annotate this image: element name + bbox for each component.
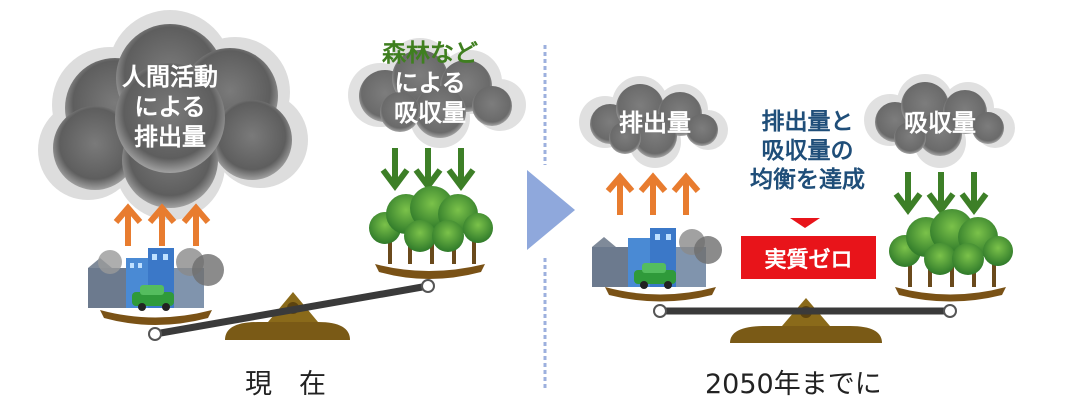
balance-line-2: 吸収量の: [761, 137, 854, 164]
forest-illustration-future: [889, 209, 1013, 287]
absorption-arrows-future: [893, 172, 989, 215]
badge-pointer: [790, 218, 820, 228]
balance-line-1: 排出量と: [761, 109, 854, 135]
emission-cloud-current: [38, 10, 308, 220]
emission-label-line-2: による: [134, 93, 206, 121]
city-illustration-current: [88, 248, 224, 311]
emission-label-future: 排出量: [619, 109, 691, 137]
absorption-cloud-future: [864, 74, 1015, 168]
absorption-label-future: 吸収量: [904, 109, 976, 137]
absorption-label-current: 森林など による 吸収量: [365, 38, 495, 128]
balance-line-3: 均衡を達成: [750, 166, 865, 193]
balance-scale-current: [100, 264, 485, 341]
balance-statement: 排出量と 吸収量の 均衡を達成: [735, 108, 880, 194]
caption-current: 現 在: [245, 369, 326, 400]
city-illustration-future: [592, 228, 722, 289]
absorption-label-line-1: 森林など: [382, 39, 478, 67]
emission-label-current: 人間活動 による 排出量: [115, 62, 225, 152]
emission-label-line-3: 排出量: [134, 123, 206, 151]
absorption-arrows-current: [380, 148, 476, 191]
absorption-label-line-3: 吸収量: [394, 99, 466, 127]
emission-arrows-future: [605, 172, 701, 215]
transition-arrow: [527, 170, 575, 250]
emission-arrows-current: [113, 203, 211, 246]
net-zero-badge: 実質ゼロ: [741, 236, 876, 279]
caption-future: 2050年までに: [705, 369, 882, 400]
emission-label-line-1: 人間活動: [122, 63, 218, 91]
forest-illustration-current: [369, 186, 493, 264]
emission-cloud-future: [579, 76, 728, 168]
balance-scale-future: [605, 287, 1006, 343]
absorption-cloud-current: [348, 38, 526, 148]
absorption-label-line-2: による: [394, 69, 466, 97]
